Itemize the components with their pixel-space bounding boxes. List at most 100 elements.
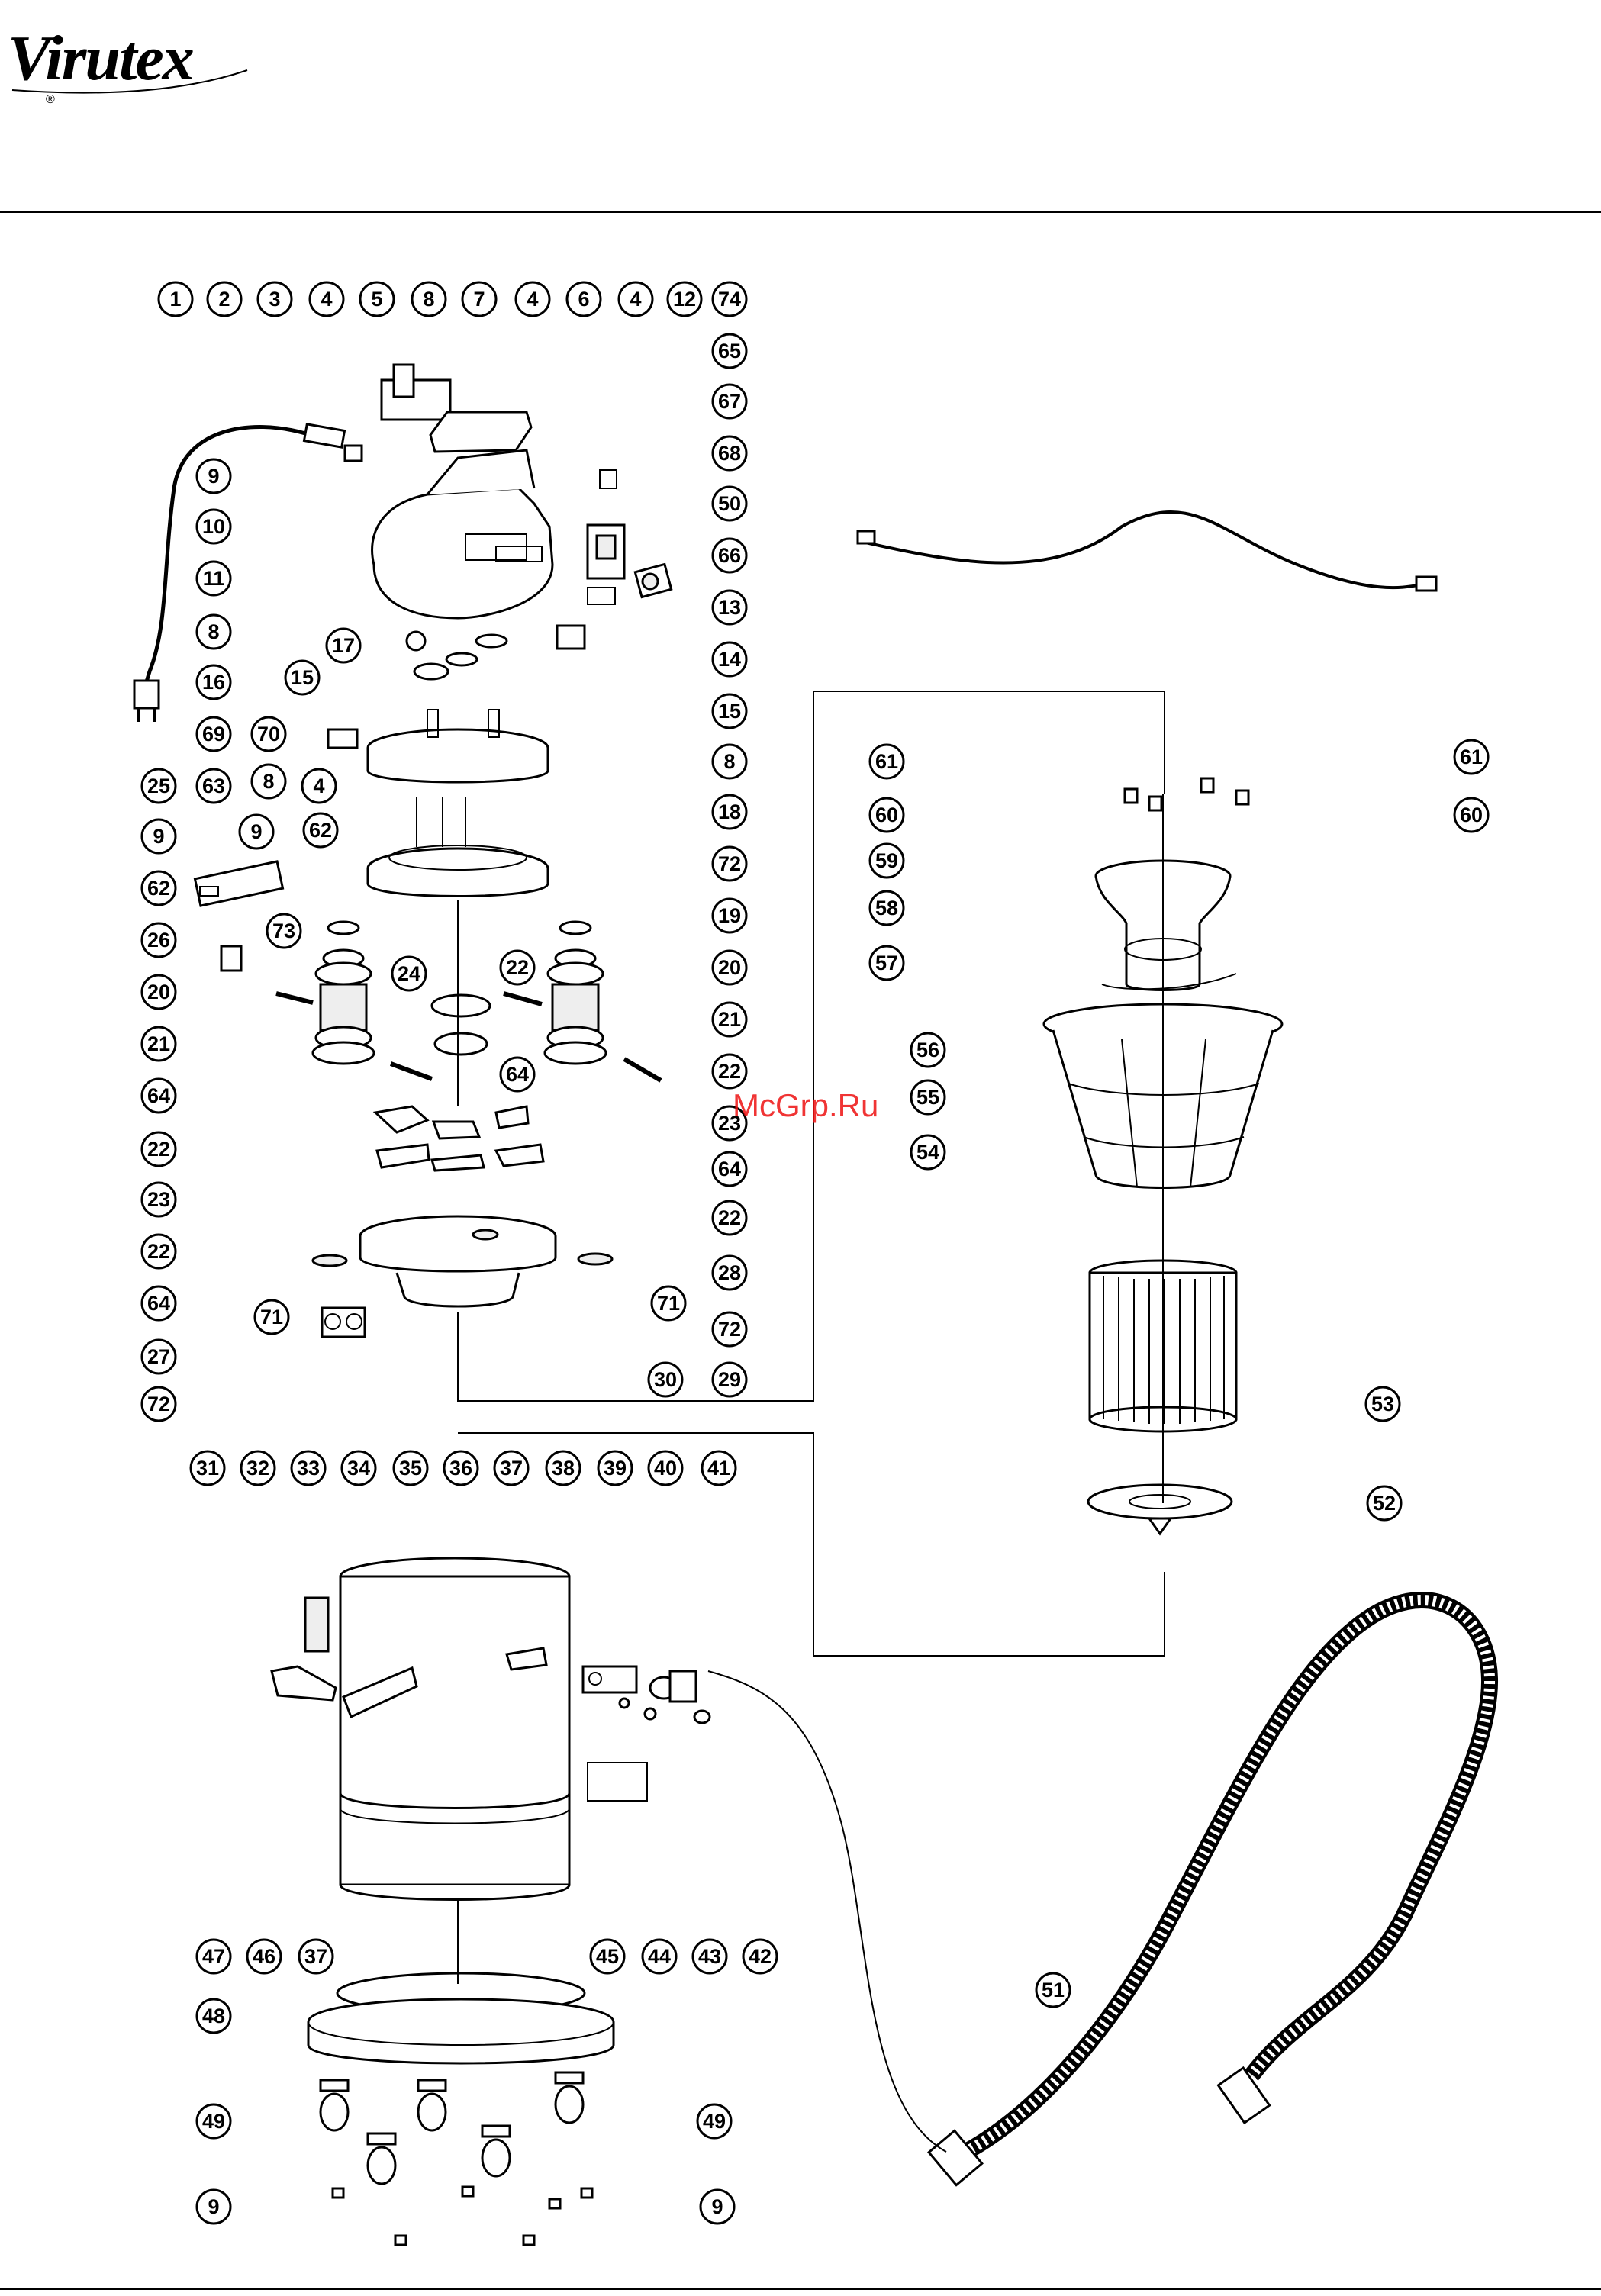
part-callout-49: 49 — [195, 2103, 232, 2140]
part-callout-22: 22 — [711, 1200, 748, 1236]
part-callout-20: 20 — [140, 974, 177, 1010]
svg-text:37: 37 — [500, 1457, 523, 1480]
part-callout-64: 64 — [711, 1151, 748, 1187]
svg-text:60: 60 — [1460, 803, 1483, 826]
part-callout-55: 55 — [910, 1079, 946, 1116]
svg-text:9: 9 — [208, 465, 219, 488]
part-callout-22: 22 — [711, 1053, 748, 1090]
part-callout-9: 9 — [238, 813, 275, 850]
svg-text:64: 64 — [147, 1292, 170, 1315]
part-callout-59: 59 — [868, 842, 905, 879]
svg-text:50: 50 — [718, 492, 741, 515]
svg-text:8: 8 — [723, 750, 735, 773]
svg-text:51: 51 — [1042, 1979, 1065, 2001]
svg-text:6: 6 — [578, 288, 589, 311]
head-cover — [371, 363, 554, 620]
svg-text:63: 63 — [202, 774, 225, 797]
svg-text:10: 10 — [202, 515, 225, 538]
svg-text:2: 2 — [218, 288, 230, 311]
svg-text:28: 28 — [718, 1261, 741, 1284]
svg-text:4: 4 — [313, 774, 324, 797]
part-callout-22: 22 — [140, 1233, 177, 1270]
part-callout-22: 22 — [499, 949, 536, 986]
power-cord — [133, 423, 363, 722]
part-callout-68: 68 — [711, 435, 748, 472]
part-callout-20: 20 — [711, 949, 748, 986]
svg-text:49: 49 — [703, 2110, 726, 2133]
part-callout-3: 3 — [256, 281, 293, 317]
part-callout-21: 21 — [711, 1001, 748, 1038]
svg-text:9: 9 — [250, 820, 262, 843]
svg-text:46: 46 — [253, 1945, 275, 1968]
part-callout-49: 49 — [696, 2103, 733, 2140]
part-callout-30: 30 — [647, 1361, 684, 1398]
part-callout-2: 2 — [206, 281, 243, 317]
logo-swoosh-icon: Virutex — [8, 23, 248, 94]
part-callout-9: 9 — [699, 2188, 736, 2225]
svg-text:11: 11 — [203, 567, 225, 590]
part-callout-60: 60 — [868, 797, 905, 833]
svg-text:15: 15 — [718, 700, 741, 723]
svg-text:8: 8 — [423, 288, 434, 311]
part-callout-9: 9 — [195, 458, 232, 494]
part-callout-36: 36 — [443, 1450, 479, 1486]
part-callout-65: 65 — [711, 333, 748, 369]
part-callout-53: 53 — [1364, 1386, 1401, 1422]
svg-text:55: 55 — [916, 1086, 939, 1109]
svg-text:9: 9 — [153, 825, 164, 848]
filter-cage-head — [1094, 777, 1250, 991]
part-callout-8: 8 — [250, 763, 287, 800]
part-callout-51: 51 — [1035, 1972, 1071, 2008]
plug — [133, 679, 160, 710]
part-callout-69: 69 — [195, 716, 232, 752]
part-callout-4: 4 — [301, 768, 337, 804]
part-callout-8: 8 — [195, 613, 232, 650]
svg-text:53: 53 — [1371, 1393, 1394, 1415]
part-callout-33: 33 — [290, 1450, 327, 1486]
motor-right — [503, 920, 662, 1083]
header-rule — [0, 211, 1601, 213]
svg-text:61: 61 — [1460, 745, 1483, 768]
svg-text:4: 4 — [630, 288, 641, 311]
svg-text:22: 22 — [147, 1240, 170, 1263]
svg-text:48: 48 — [202, 2005, 225, 2027]
part-callout-18: 18 — [711, 794, 748, 830]
suction-hose — [707, 1592, 1499, 2187]
part-callout-73: 73 — [266, 913, 302, 949]
svg-text:72: 72 — [718, 1318, 741, 1341]
svg-text:36: 36 — [449, 1457, 472, 1480]
svg-text:27: 27 — [147, 1345, 170, 1368]
svg-text:19: 19 — [718, 904, 741, 927]
svg-text:4: 4 — [527, 288, 538, 311]
part-callout-60: 60 — [1453, 797, 1490, 833]
part-callout-66: 66 — [711, 537, 748, 574]
svg-text:68: 68 — [718, 442, 741, 465]
watermark: McGrp.Ru — [733, 1087, 879, 1123]
svg-text:71: 71 — [657, 1292, 680, 1315]
handle-block — [380, 378, 452, 421]
part-callout-4: 4 — [514, 281, 551, 317]
part-callout-7: 7 — [461, 281, 498, 317]
svg-text:47: 47 — [202, 1945, 225, 1968]
svg-text:Virutex: Virutex — [8, 23, 193, 94]
svg-text:23: 23 — [718, 1112, 741, 1135]
svg-text:58: 58 — [875, 897, 898, 919]
svg-text:7: 7 — [473, 288, 485, 311]
part-callout-72: 72 — [711, 1311, 748, 1348]
part-callout-5: 5 — [359, 281, 395, 317]
part-callout-32: 32 — [240, 1450, 276, 1486]
part-callout-63: 63 — [195, 768, 232, 804]
part-callout-34: 34 — [340, 1450, 377, 1486]
svg-text:43: 43 — [698, 1945, 721, 1968]
part-callout-58: 58 — [868, 890, 905, 926]
svg-text:22: 22 — [506, 956, 529, 979]
svg-text:40: 40 — [654, 1457, 677, 1480]
part-callout-26: 26 — [140, 922, 177, 958]
part-callout-56: 56 — [910, 1032, 946, 1068]
part-callout-70: 70 — [250, 716, 287, 752]
part-callout-62: 62 — [140, 870, 177, 906]
part-callout-22: 22 — [140, 1131, 177, 1167]
connector — [220, 945, 243, 972]
part-callout-64: 64 — [140, 1285, 177, 1322]
